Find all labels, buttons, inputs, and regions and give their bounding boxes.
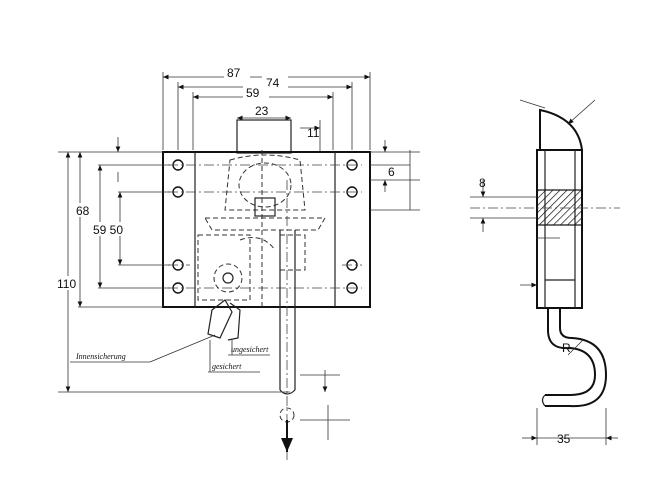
radius-r-text: R (562, 341, 571, 355)
internal-mechanism (197, 150, 326, 310)
dimension-11: 11 (300, 120, 321, 152)
dim-8-text: 8 (479, 176, 486, 190)
dimension-59: 59 (192, 86, 334, 150)
annotation-secured: gesichert (208, 340, 260, 373)
dimension-23: 23 (237, 104, 291, 121)
note-inner-lock: Innensicherung (75, 352, 126, 361)
note-unsecured: ungesichert (231, 345, 269, 354)
mounting-holes (168, 159, 362, 294)
dim-110-text: 110 (57, 277, 76, 291)
dim-87-text: 87 (227, 66, 241, 80)
dim-59-text: 59 (246, 86, 260, 100)
dim-68-text: 68 (76, 204, 90, 218)
left-dimensions: 110 68 59 50 (55, 137, 290, 393)
dimension-6: 6 (370, 140, 420, 211)
side-view: 8 R 35 (470, 99, 620, 446)
dim-6-text: 6 (388, 165, 395, 179)
dim-35-text: 35 (557, 432, 571, 446)
annotation-unsecured: ungesichert (228, 340, 270, 356)
dim-23-text: 23 (255, 104, 269, 118)
front-view: 87 74 59 23 11 (55, 66, 420, 460)
lock-plate (162, 151, 371, 308)
lock-bolt (279, 230, 296, 452)
dim-59-50-text: 59 50 (93, 223, 123, 237)
dim-11-text: 11 (307, 126, 320, 140)
note-secured: gesichert (212, 362, 242, 371)
annotation-inner-lock: Innensicherung (70, 334, 216, 363)
dim-74-text: 74 (266, 76, 280, 90)
